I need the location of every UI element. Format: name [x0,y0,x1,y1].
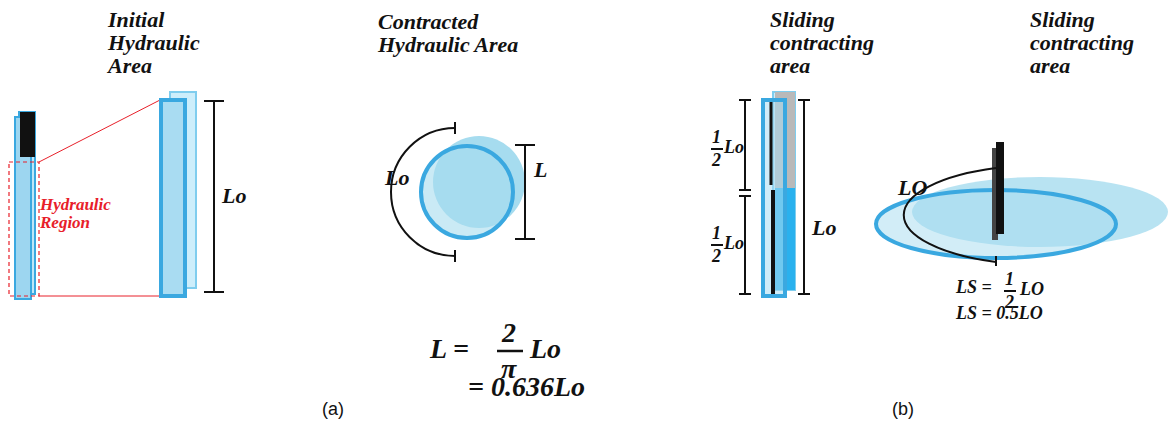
equation-part: LS = [956,278,992,297]
region-outline [9,162,39,296]
sliding-plate [763,92,795,296]
equation-part: = 0.636Lo [468,372,585,401]
equation-part: Lo [530,334,561,363]
panel-heading: Initial Hydraulic Area [108,8,228,77]
panel-heading: Contracted Hydraulic Area [378,10,538,56]
fraction-part: 1 [1005,270,1014,289]
dimension-label: Lo [222,184,246,207]
dimension-label: LO [898,176,927,199]
region-label: Hydraulic Region [40,196,120,232]
fraction-part: 1 [712,128,721,147]
big-plate [161,92,196,296]
panel-label: (a) [322,400,344,419]
equation-part: LO [1020,280,1044,299]
equation-part: LS = 0.5LO [956,304,1043,323]
equation-part: 2 [502,318,516,347]
arc-tick [995,256,997,266]
dimension-label: Lo [724,138,744,157]
dimension-label: L [534,158,547,181]
zoom-line [39,296,160,297]
dimension-label: Lo [724,234,744,253]
zoom-line [39,100,160,162]
arc-dimension [391,128,455,256]
fraction-part: 1 [712,224,721,243]
panel-heading: Sliding contracting area [770,8,882,77]
dimension-bracket [204,101,224,292]
dimension-bracket [739,100,810,294]
fraction-part: 2 [712,247,721,266]
dimension-label: Lo [812,216,836,239]
contracted-outline [421,146,513,238]
panel-label: (b) [892,400,914,419]
dimension-bracket [455,122,535,262]
small-plate [15,112,35,299]
dimension-label: Lo [385,166,409,189]
fraction-bar [497,350,523,353]
panel-heading: Sliding contracting area [1030,8,1155,77]
sliding-plate [996,142,1004,234]
equation-part: L = [430,334,469,363]
fraction-part: 2 [712,151,721,170]
